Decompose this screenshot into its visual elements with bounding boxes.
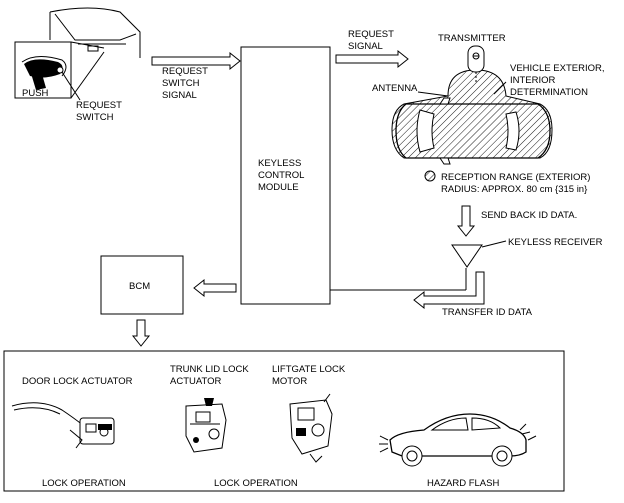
request-switch-signal-label-3: SIGNAL bbox=[162, 90, 197, 101]
liftgate-lock-motor-label-1: LIFTGATE LOCK bbox=[272, 364, 346, 375]
key-fob-icon bbox=[467, 45, 485, 73]
lock-operation-label-1: LOCK OPERATION bbox=[42, 478, 126, 489]
keyless-control-module-label-2: CONTROL bbox=[258, 170, 304, 181]
reception-range-label-1: RECEPTION RANGE (EXTERIOR) bbox=[441, 172, 590, 183]
bcm-to-outputs-arrow bbox=[131, 319, 151, 347]
reception-range-swatch bbox=[424, 170, 436, 182]
request-switch-signal-label-1: REQUEST bbox=[162, 66, 208, 77]
keyless-control-module bbox=[240, 46, 331, 305]
keyless-control-module-label-1: KEYLESS bbox=[258, 158, 301, 169]
keyless-control-module-label-3: MODULE bbox=[258, 182, 299, 193]
trunk-lid-lock-actuator-label-1: TRUNK LID LOCK bbox=[170, 364, 249, 375]
lock-operation-label-2: LOCK OPERATION bbox=[214, 478, 298, 489]
transfer-id-label: TRANSFER ID DATA bbox=[442, 307, 533, 318]
antenna-label: ANTENNA bbox=[372, 83, 418, 94]
transmitter-label: TRANSMITTER bbox=[438, 33, 506, 44]
liftgate-lock-motor-icon bbox=[289, 393, 333, 463]
trunk-lock-actuator-icon bbox=[185, 398, 227, 453]
liftgate-lock-motor-label-2: MOTOR bbox=[272, 376, 307, 387]
sedan-side-icon bbox=[379, 413, 537, 467]
vehicle-determination-label-3: DETERMINATION bbox=[510, 87, 588, 98]
request-signal-label-1: REQUEST bbox=[348, 29, 394, 40]
vehicle-top-view-icon bbox=[391, 45, 553, 165]
bcm-label: BCM bbox=[129, 281, 150, 292]
module-to-bcm-arrow bbox=[193, 278, 237, 298]
request-switch-signal-label-2: SWITCH bbox=[162, 78, 200, 89]
keyless-receiver-label: KEYLESS RECEIVER bbox=[508, 237, 603, 248]
door-lock-actuator-icon bbox=[11, 402, 115, 449]
vehicle-determination-label-1: VEHICLE EXTERIOR, bbox=[510, 63, 605, 74]
receiver-triangle-icon bbox=[451, 244, 483, 268]
push-label: PUSH bbox=[22, 88, 49, 99]
vehicle-determination-label-2: INTERIOR bbox=[510, 75, 556, 86]
send-back-id-label: SEND BACK ID DATA. bbox=[481, 210, 577, 221]
reception-range-label-2: RADIUS: APPROX. 80 cm {315 in} bbox=[441, 184, 587, 195]
hazard-flash-label: HAZARD FLASH bbox=[427, 478, 499, 489]
trunk-lid-lock-actuator-label-2: ACTUATOR bbox=[170, 376, 222, 387]
transfer-id-arrow bbox=[413, 271, 485, 310]
request-signal-arrow bbox=[335, 49, 409, 69]
request-switch-label-2: SWITCH bbox=[76, 112, 114, 123]
door-handle-icon bbox=[14, 7, 141, 101]
bcm-box bbox=[100, 255, 184, 315]
door-lock-actuator-label: DOOR LOCK ACTUATOR bbox=[22, 376, 133, 387]
request-switch-signal-arrow bbox=[151, 51, 241, 71]
request-switch-label-1: REQUEST bbox=[76, 100, 122, 111]
send-back-id-arrow bbox=[456, 205, 476, 237]
request-signal-label-2: SIGNAL bbox=[348, 41, 383, 52]
